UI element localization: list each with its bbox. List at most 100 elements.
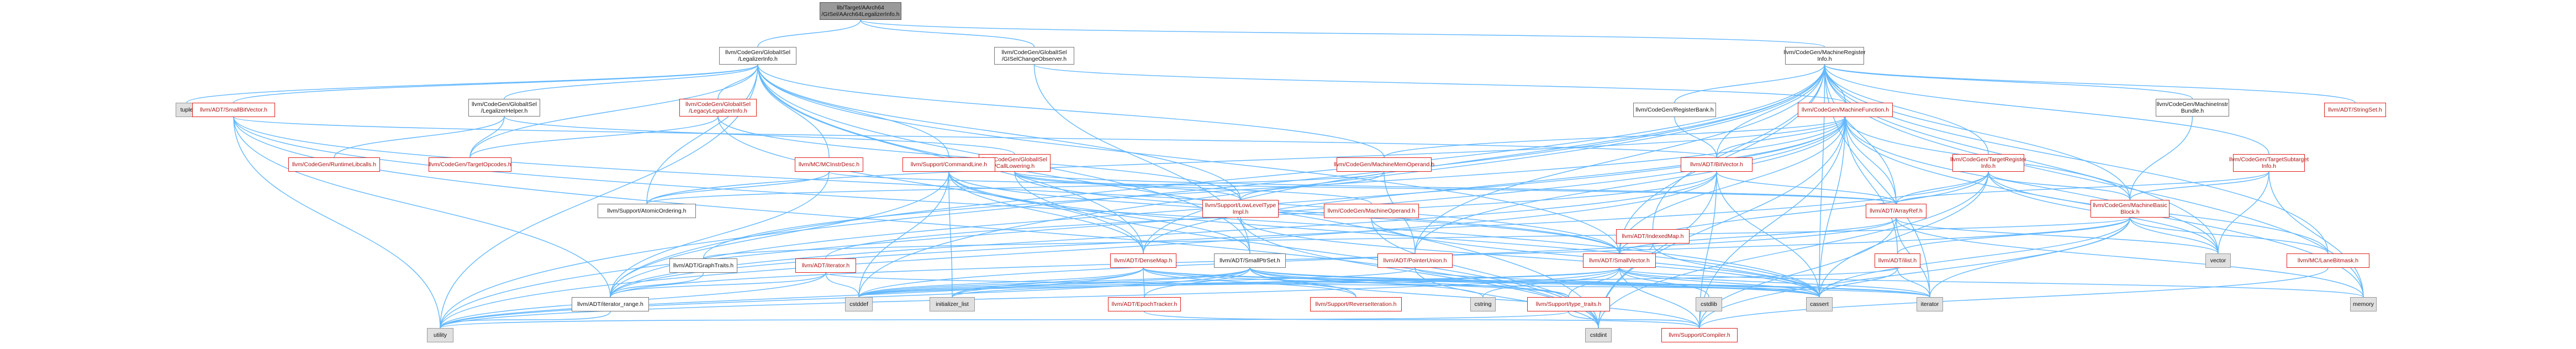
node-cassert: cassert (1806, 297, 1833, 311)
node-reverse-iteration[interactable]: llvm/Support/ReverseIteration.h (1310, 297, 1402, 311)
edge-ilist-to-cassert (1819, 267, 1898, 298)
edge-machine_register_info-to-array_ref (1824, 64, 1897, 204)
node-bit-vector[interactable]: llvm/ADT/BitVector.h (1681, 157, 1752, 172)
edge-machine_function-to-atomic_ordering (646, 117, 1846, 204)
edge-mc_instr_desc-to-array_ref (828, 171, 1897, 204)
node-ilist[interactable]: llvm/ADT/ilist.h (1875, 253, 1920, 268)
edge-small_bit_vector-to-small_vector (233, 117, 1620, 254)
edge-machine_basic_block-to-graph_traits (703, 217, 2131, 259)
edge-machine_basic_block-to-lane_bitmask (2129, 217, 2329, 254)
edge-legalizer_info-to-cstdint (757, 64, 1599, 329)
node-machine-register-info[interactable]: llvm/CodeGen/MachineRegister Info.h (1783, 47, 1866, 65)
node-array-ref[interactable]: llvm/ADT/ArrayRef.h (1866, 204, 1926, 218)
node-register-bank[interactable]: llvm/CodeGen/RegisterBank.h (1633, 103, 1716, 117)
edge-small_ptr_set-to-cassert (1249, 267, 1820, 298)
edge-command_line-to-small_ptr_set (948, 171, 1250, 254)
edge-machine_function-to-dense_map (1143, 117, 1846, 254)
node-gisel-change-observer[interactable]: llvm/CodeGen/GlobalISel /GISelChangeObse… (994, 47, 1074, 65)
edge-command_line-to-cstddef (858, 171, 949, 298)
edge-small_vector-to-utility (440, 267, 1620, 329)
edge-dense_map-to-cstddef (858, 267, 1144, 298)
edge-change_observer-to-small_ptr_set (1033, 64, 1250, 254)
node-iterator: iterator (1917, 297, 1943, 311)
edge-small_bit_vector-to-utility (233, 117, 441, 329)
node-low-level-type-impl[interactable]: llvm/Support/LowLevelType Impl.h (1202, 200, 1279, 218)
edge-adt_iterator-to-iterator_range (610, 272, 826, 298)
edge-array_ref-to-cstddef (858, 218, 1897, 298)
node-legacy-legalizer-info[interactable]: llvm/CodeGen/GlobalISel /LegacyLegalizer… (679, 99, 757, 117)
edge-small_ptr_set-to-epoch_tracker (1144, 267, 1250, 298)
node-indexed-map[interactable]: llvm/ADT/IndexedMap.h (1616, 229, 1690, 244)
node-target-subtarget-info[interactable]: llvm/CodeGen/TargetSubtarget Info.h (2229, 154, 2309, 172)
node-mc-instr-desc[interactable]: llvm/MC/MCInstrDesc.h (795, 157, 863, 172)
node-target-register-info[interactable]: llvm/CodeGen/TargetRegister Info.h (1950, 154, 2026, 172)
edge-machine_register_info-to-target_register_info (1824, 64, 1989, 155)
edge-adt_iterator-to-cstddef (825, 272, 859, 298)
edge-small_vector-to-type_traits (1568, 267, 1620, 298)
edge-machine_basic_block-to-cassert (1819, 217, 2131, 298)
edge-mc_instr_desc-to-atomic_ordering (646, 171, 830, 204)
edge-type_traits-to-utility (440, 311, 1569, 329)
node-command-line[interactable]: llvm/Support/CommandLine.h (902, 157, 995, 172)
edge-iterator_range-to-utility (440, 311, 611, 329)
edge-target_subtarget_info-to-array_ref (1896, 171, 2269, 204)
node-machine-basic-block[interactable]: llvm/CodeGen/MachineBasic Block.h (2091, 200, 2169, 218)
edge-array_ref-to-vector (1896, 218, 2219, 254)
edge-machine_register_info-to-register_bank (1674, 64, 1825, 103)
edge-command_line-to-cassert (948, 171, 1820, 298)
edge-call_lowering-to-machine_operand (1014, 171, 1372, 204)
node-cstddef: cstddef (845, 297, 873, 311)
node-lane-bitmask[interactable]: llvm/MC/LaneBitmask.h (2287, 253, 2369, 268)
edge-legalizer_helper-to-runtime_libcalls (334, 116, 505, 158)
node-runtime-libcalls[interactable]: llvm/CodeGen/RuntimeLibcalls.h (288, 157, 380, 172)
edge-array_ref-to-memory (1896, 218, 2364, 298)
edge-small_ptr_set-to-initializer_list (952, 267, 1250, 298)
node-iterator-range[interactable]: llvm/ADT/iterator_range.h (572, 297, 649, 311)
edge-legalizer_info-to-tuple (186, 64, 758, 103)
node-legalizer-helper[interactable]: llvm/CodeGen/GlobalISel /LegalizerHelper… (468, 99, 540, 117)
node-epoch-tracker[interactable]: llvm/ADT/EpochTracker.h (1108, 297, 1181, 311)
edge-pointer_union-to-cassert (1414, 267, 1820, 298)
edge-legalizer_info-to-target_opcodes (469, 64, 758, 158)
node-small-ptr-set[interactable]: llvm/ADT/SmallPtrSet.h (1214, 253, 1286, 268)
edge-command_line-to-initializer_list (948, 171, 953, 298)
edge-machine_function-to-array_ref (1845, 117, 1897, 204)
edge-bit_vector-to-utility (440, 171, 1717, 329)
edge-machine_function-to-vector (1845, 117, 2219, 254)
edge-machine_basic_block-to-vector (2129, 217, 2219, 254)
node-machine-mem-operand[interactable]: llvm/CodeGen/MachineMemOperand.h (1334, 157, 1434, 172)
node-machine-operand[interactable]: llvm/CodeGen/MachineOperand.h (1324, 204, 1419, 218)
edge-call_lowering-to-low_level_type (1014, 171, 1241, 200)
node-machine-function[interactable]: llvm/CodeGen/MachineFunction.h (1798, 103, 1893, 117)
node-pointer-union[interactable]: llvm/ADT/PointerUnion.h (1377, 253, 1453, 268)
edge-machine_register_info-to-machine_instr_bundle (1824, 64, 2193, 99)
edge-pointer_union-to-cstdint (1414, 267, 1599, 329)
node-machine-instr-bundle[interactable]: llvm/CodeGen/MachineInstr Bundle.h (2156, 99, 2229, 117)
edge-small_ptr_set-to-cstddef (858, 267, 1250, 298)
node-dense-map[interactable]: llvm/ADT/DenseMap.h (1110, 253, 1176, 268)
edge-small_vector-to-compiler (1619, 267, 1700, 329)
edge-legacy_legalizer_info-to-dense_map (717, 116, 1144, 254)
node-graph-traits[interactable]: llvm/ADT/GraphTraits.h (669, 258, 737, 273)
node-atomic-ordering[interactable]: llvm/Support/AtomicOrdering.h (598, 204, 696, 218)
edge-machine_register_info-to-pointer_union (1414, 64, 1825, 254)
edge-machine_register_info-to-lane_bitmask (1824, 64, 2329, 254)
edge-ilist-to-iterator (1897, 267, 1930, 298)
node-legalizer-info[interactable]: llvm/CodeGen/GlobalISel /LegalizerInfo.h (719, 47, 796, 65)
edge-machine_mem_operand-to-atomic_ordering (646, 171, 1385, 204)
node-call-lowering[interactable]: llvm/CodeGen/GlobalISel /CallLowering.h (979, 154, 1051, 172)
node-compiler[interactable]: llvm/Support/Compiler.h (1661, 328, 1738, 342)
edge-target_register_info-to-machine_basic_block (1988, 171, 2131, 200)
node-small-vector[interactable]: llvm/ADT/SmallVector.h (1583, 253, 1656, 268)
edge-lane_bitmask-to-compiler (1699, 267, 2329, 329)
edge-machine_function-to-machine_mem_operand (1384, 117, 1846, 158)
node-adt-iterator[interactable]: llvm/ADT/iterator.h (795, 258, 856, 273)
edge-low_level_type-to-cstdint (1240, 217, 1599, 329)
node-type-traits[interactable]: llvm/Support/type_traits.h (1527, 297, 1610, 311)
node-small-bit-vector[interactable]: llvm/ADT/SmallBitVector.h (192, 103, 275, 117)
edge-change_observer-to-machine_function (1033, 64, 1846, 103)
node-string-set[interactable]: llvm/ADT/StringSet.h (2324, 103, 2386, 117)
edge-machine_function-to-utility (440, 117, 1846, 329)
node-target-opcodes[interactable]: llvm/CodeGen/TargetOpcodes.h (429, 157, 511, 172)
edge-epoch_tracker-to-compiler (1144, 311, 1700, 329)
